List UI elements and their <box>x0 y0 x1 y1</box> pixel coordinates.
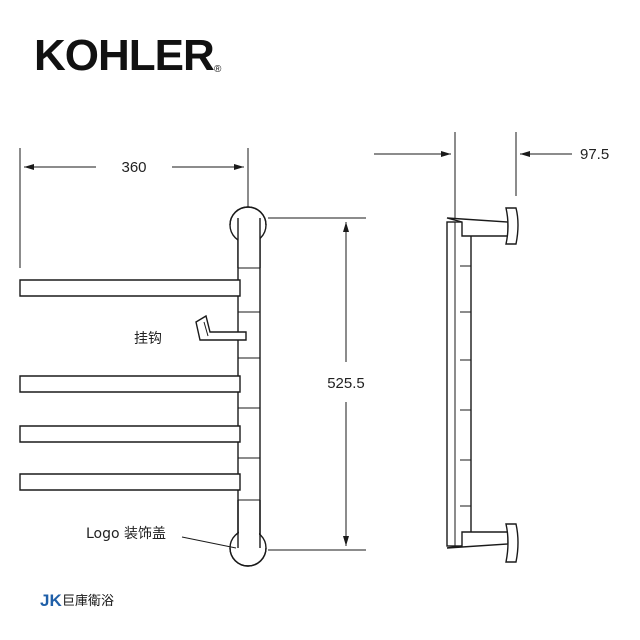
footer-logo-mark: JK <box>40 591 62 610</box>
hook <box>195 314 247 341</box>
swivel-arm <box>19 425 241 443</box>
hook-label: 挂钩 <box>134 331 162 347</box>
side-view: 97.5 <box>374 132 609 563</box>
brand-logo: KOHLER ® <box>34 31 222 80</box>
swivel-arm <box>19 279 241 297</box>
logo-cap-leader <box>181 536 237 549</box>
width-dimension: 360 <box>19 148 249 268</box>
height-dimension: 525.5 <box>268 217 366 551</box>
logo-cap-label: Logo 装饰盖 <box>86 526 166 542</box>
swivel-arm <box>19 473 241 491</box>
height-value: 525.5 <box>327 375 365 392</box>
footer-company-name: 巨庫衛浴 <box>62 594 114 609</box>
footer-logo: JK 巨庫衛浴 <box>40 591 114 610</box>
top-wall-bracket <box>446 207 519 245</box>
side-post <box>446 221 472 547</box>
registered-mark: ® <box>214 64 222 75</box>
front-view: 360 <box>19 148 366 567</box>
depth-value: 97.5 <box>580 146 609 163</box>
brand-name: KOHLER <box>34 31 214 80</box>
swivel-arm <box>19 375 241 393</box>
depth-dimension: 97.5 <box>374 132 609 218</box>
bottom-wall-bracket <box>446 523 519 563</box>
width-value: 360 <box>121 159 146 176</box>
